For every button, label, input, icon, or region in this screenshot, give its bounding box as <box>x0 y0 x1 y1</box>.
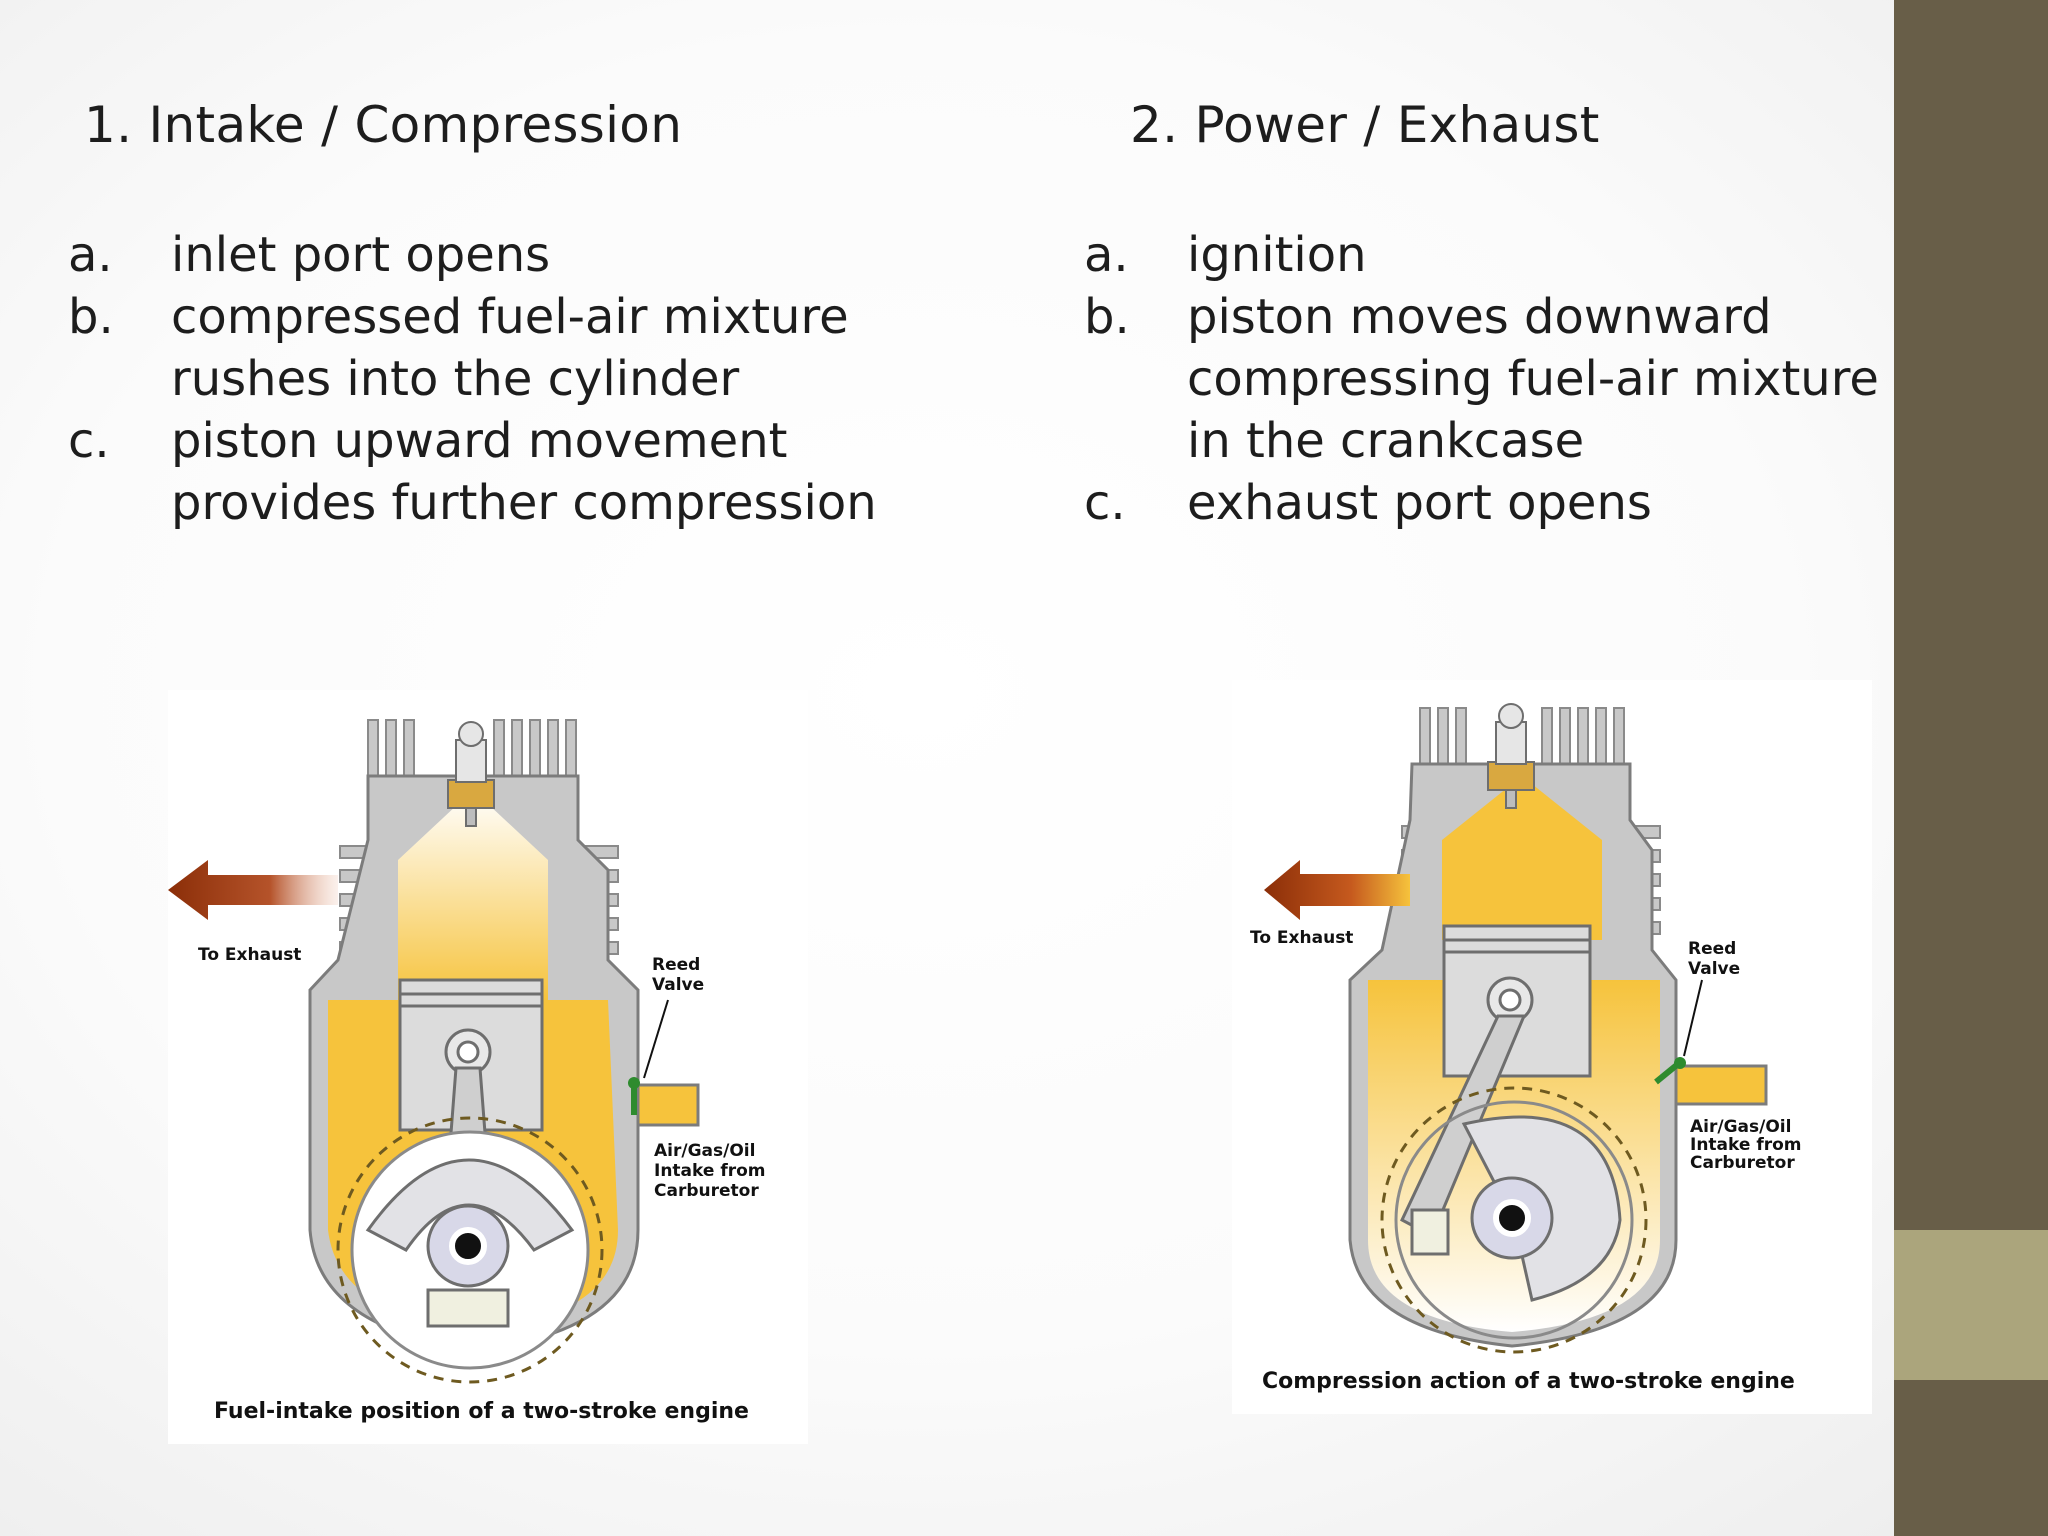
reed-valve-pointer <box>643 999 669 1079</box>
intake-compression-title: 1. Intake / Compression <box>84 96 683 154</box>
crankcase-circle <box>1394 1100 1634 1340</box>
reed-valve-icon <box>628 1077 640 1115</box>
spark-plug-icon <box>1487 703 1535 809</box>
intake-pipe <box>1674 1064 1768 1106</box>
step-text: ignition <box>1187 227 1367 283</box>
reed-valve-label: Reed Valve <box>652 955 706 995</box>
intake-label: Air/Gas/Oil Intake from Carburetor <box>1690 1117 1807 1173</box>
exhaust-arrow-icon <box>1264 860 1410 920</box>
intake-pipe <box>636 1083 700 1127</box>
spark-plug-icon <box>447 721 495 827</box>
intake-step-c: c. piston upward movement provides furth… <box>68 410 877 534</box>
step-text: piston moves downward <box>1187 289 1772 345</box>
step-text: inlet port opens <box>171 227 551 283</box>
reed-valve-pointer <box>1683 979 1703 1057</box>
power-step-b: b. piston moves downward compressing fue… <box>1084 286 1879 472</box>
power-steps-list: a. ignition b. piston moves downward com… <box>1084 224 1879 534</box>
combustion-chamber <box>1442 776 1602 940</box>
reed-valve-icon <box>1654 1057 1686 1085</box>
step-marker: b. <box>1084 289 1130 345</box>
reed-valve-label: Reed Valve <box>1688 939 1742 979</box>
side-accent <box>1894 1230 2048 1380</box>
power-step-c: c. exhaust port opens <box>1084 472 1879 534</box>
compression-action-caption: Compression action of a two-stroke engin… <box>1262 1369 1795 1394</box>
exhaust-label: To Exhaust <box>198 945 301 965</box>
step-text: in the crankcase <box>1187 413 1585 469</box>
step-marker: c. <box>1084 475 1126 531</box>
fuel-intake-caption: Fuel-intake position of a two-stroke eng… <box>214 1399 749 1424</box>
compression-action-engine-diagram: To Exhaust Reed Valve Air/Gas/Oil Intake… <box>1232 680 1872 1414</box>
intake-step-b: b. compressed fuel-air mixture rushes in… <box>68 286 877 410</box>
combustion-chamber <box>398 790 548 1000</box>
power-step-a: a. ignition <box>1084 224 1879 286</box>
step-text: rushes into the cylinder <box>171 351 740 407</box>
step-text: piston upward movement <box>171 413 788 469</box>
fuel-intake-engine-diagram: To Exhaust Reed Valve Air/Gas/Oil Intake… <box>168 690 808 1444</box>
intake-step-a: a. inlet port opens <box>68 224 877 286</box>
step-text: exhaust port opens <box>1187 475 1652 531</box>
intake-label: Air/Gas/Oil Intake from Carburetor <box>654 1141 771 1201</box>
exhaust-arrow-icon <box>168 860 338 920</box>
step-marker: b. <box>68 289 114 345</box>
power-exhaust-title: 2. Power / Exhaust <box>1130 96 1600 154</box>
step-marker: a. <box>68 227 113 283</box>
intake-steps-list: a. inlet port opens b. compressed fuel-a… <box>68 224 877 534</box>
step-text: compressed fuel-air mixture <box>171 289 849 345</box>
step-marker: c. <box>68 413 110 469</box>
step-text: compressing fuel-air mixture <box>1187 351 1879 407</box>
step-marker: a. <box>1084 227 1129 283</box>
exhaust-label: To Exhaust <box>1250 928 1353 948</box>
step-text: provides further compression <box>171 475 877 531</box>
